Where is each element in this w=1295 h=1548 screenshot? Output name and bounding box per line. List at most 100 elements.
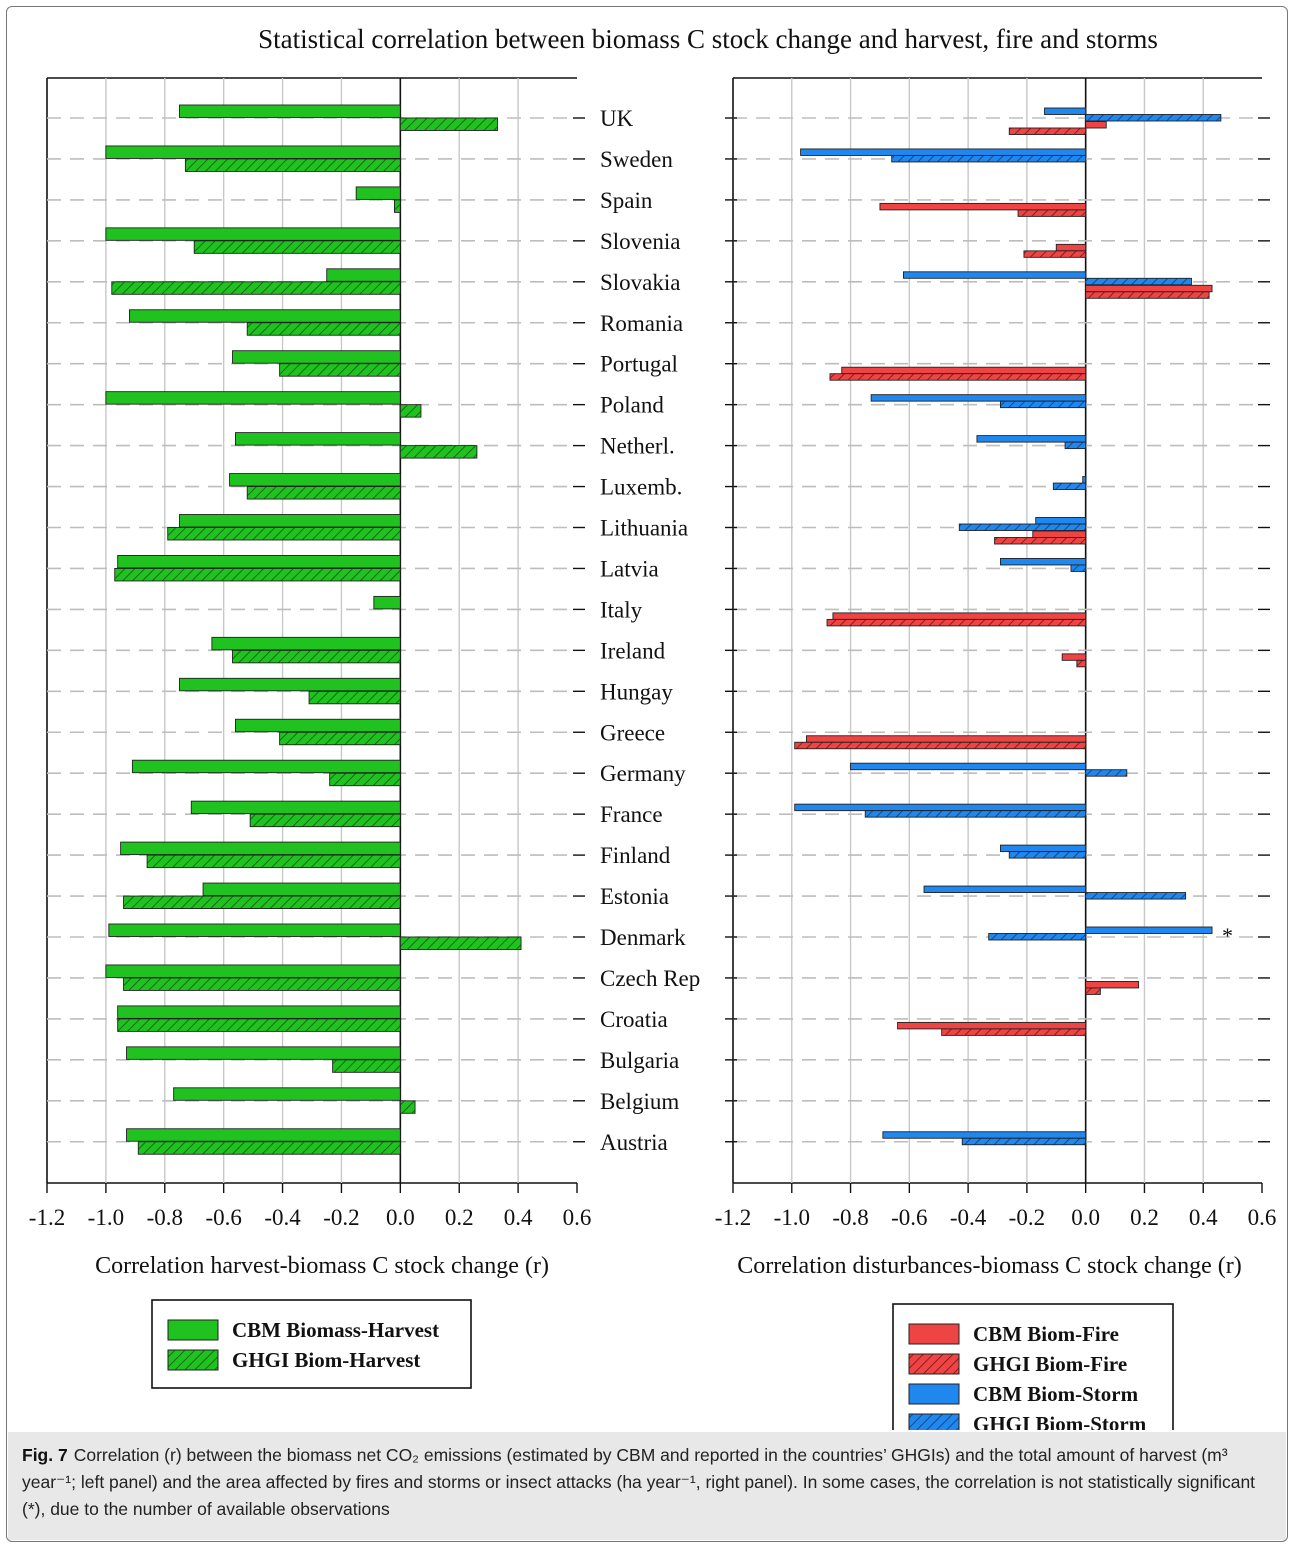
bar-cbm-biom-fire-croatia [897,1021,1087,1030]
bar-cbm-biom-fire-portugal [841,366,1087,375]
bar-ghgi-biom-harvest-slovenia [193,240,401,254]
bar-cbm-biomass-harvest-finland [120,841,401,856]
bar-cbm-biom-storm-france [794,803,1087,812]
bar-cbm-biomass-harvest-czech-rep [105,964,401,978]
bar-ghgi-biom-harvest-germany [329,772,401,787]
bar-ghgi-biom-storm-sweden [891,154,1087,163]
bar-ghgi-biom-fire-lithuania [994,537,1087,545]
bar-ghgi-biom-harvest-lithuania [167,527,401,541]
bar-cbm-biom-fire-uk [1085,121,1107,129]
bar-ghgi-biom-storm-estonia [1085,892,1187,900]
bar-cbm-biomass-harvest-slovakia [326,268,401,282]
bar-ghgi-biom-fire-spain [1017,209,1087,217]
caption-label: Fig. 7 [22,1445,68,1465]
bar-cbm-biom-storm-uk [1044,107,1087,115]
legend-right-label-ghgi-biom-storm: GHGI Biom-Storm [973,1412,1147,1430]
bar-ghgi-biom-harvest-belgium [399,1100,416,1114]
bar-cbm-biom-storm-luxemb [1082,476,1087,484]
legend-right-swatch-cbm-biom-storm [908,1383,960,1405]
bar-ghgi-biom-harvest-france [249,813,401,828]
right-tick-label: 0.6 [1248,1205,1277,1230]
legend-left-swatch-ghgi-biom-harvest [167,1349,219,1371]
bar-cbm-biomass-harvest-lithuania [179,514,401,528]
bar-ghgi-biom-harvest-hungay [308,690,401,705]
bar-cbm-biomass-harvest-slovenia [105,227,401,241]
right-tick-label: -0.8 [832,1205,868,1230]
bar-ghgi-biom-fire-czech-rep [1085,987,1101,995]
bar-ghgi-biom-harvest-greece [279,731,401,746]
legend-right-swatch-ghgi-biom-fire [908,1353,960,1375]
bar-ghgi-biom-storm-poland [999,400,1087,409]
bar-cbm-biom-storm-latvia [999,558,1087,566]
bar-ghgi-biom-harvest-portugal [279,363,401,377]
right-annotation-denmark: * [1222,923,1233,948]
bar-ghgi-biom-storm-finland [1008,851,1087,859]
category-label-latvia: Latvia [600,556,659,581]
bar-ghgi-biom-fire-slovenia [1023,250,1087,258]
legend-right-label-cbm-biom-fire: CBM Biom-Fire [973,1322,1119,1346]
category-label-ireland: Ireland [600,638,666,663]
bar-cbm-biomass-harvest-poland [105,391,401,405]
bar-cbm-biomass-harvest-spain [355,186,401,200]
bar-ghgi-biom-harvest-austria [137,1141,401,1155]
category-label-romania: Romania [600,311,683,336]
bar-cbm-biomass-harvest-sweden [105,145,401,159]
category-label-estonia: Estonia [600,884,669,909]
legend-left-label-cbm-biomass-harvest: CBM Biomass-Harvest [232,1318,439,1342]
right-tick-label: -0.4 [950,1205,987,1230]
bar-cbm-biomass-harvest-bulgaria [126,1046,401,1060]
right-tick-label: -0.2 [1009,1205,1045,1230]
bar-cbm-biom-fire-slovenia [1055,243,1087,252]
bar-cbm-biomass-harvest-latvia [117,555,401,569]
bar-cbm-biomass-harvest-denmark [108,923,401,937]
bar-ghgi-biom-harvest-czech-rep [123,977,401,991]
category-label-finland: Finland [600,843,671,868]
bar-ghgi-biom-harvest-poland [399,404,422,418]
bar-cbm-biom-fire-czech-rep [1085,981,1140,989]
left-tick-label: -0.8 [147,1205,183,1230]
bar-ghgi-biom-harvest-denmark [399,936,522,950]
bar-cbm-biomass-harvest-uk [179,104,401,118]
category-label-slovakia: Slovakia [600,270,681,295]
left-tick-label: -0.2 [323,1205,359,1230]
bar-ghgi-biom-harvest-croatia [117,1018,401,1032]
category-label-czech-rep: Czech Rep [600,966,700,991]
legend-right-swatch-ghgi-biom-storm [908,1413,960,1430]
right-x-axis-label: Correlation disturbances-biomass C stock… [737,1253,1242,1279]
category-label-portugal: Portugal [600,352,678,377]
bar-ghgi-biom-harvest-slovakia [111,281,401,295]
bar-cbm-biomass-harvest-hungay [179,677,401,692]
bar-cbm-biomass-harvest-belgium [173,1087,401,1101]
left-tick-label: 0.2 [445,1205,474,1230]
legend-right-swatch-cbm-biom-fire [908,1323,960,1345]
category-label-croatia: Croatia [600,1007,668,1032]
bar-ghgi-biom-storm-france [864,810,1087,818]
bar-ghgi-biom-storm-latvia [1070,564,1087,572]
bar-ghgi-biom-storm-germany [1085,769,1128,777]
bar-cbm-biom-fire-spain [879,202,1087,211]
category-label-slovenia: Slovenia [600,229,681,254]
bar-ghgi-biom-fire-portugal [829,373,1087,381]
left-tick-label: -0.6 [205,1205,241,1230]
bar-cbm-biomass-harvest-romania [128,309,401,323]
bar-ghgi-biom-harvest-romania [246,322,401,336]
caption-text: Correlation (r) between the biomass net … [22,1445,1256,1519]
category-label-hungay: Hungay [600,679,673,704]
right-tick-label: -1.0 [774,1205,810,1230]
category-label-austria: Austria [600,1130,668,1155]
bar-cbm-biomass-harvest-austria [126,1128,401,1142]
right-tick-label: 0.2 [1130,1205,1159,1230]
bar-cbm-biom-fire-italy [832,612,1087,620]
bar-cbm-biomass-harvest-italy [373,595,401,610]
right-tick-label: 0.0 [1071,1205,1100,1230]
bar-ghgi-biom-harvest-luxemb [246,486,401,500]
left-tick-label: -1.2 [29,1205,65,1230]
bar-cbm-biom-fire-lithuania [1032,530,1087,538]
chart-title: Statistical correlation between biomass … [258,24,1158,54]
bar-cbm-biom-storm-austria [882,1131,1087,1139]
